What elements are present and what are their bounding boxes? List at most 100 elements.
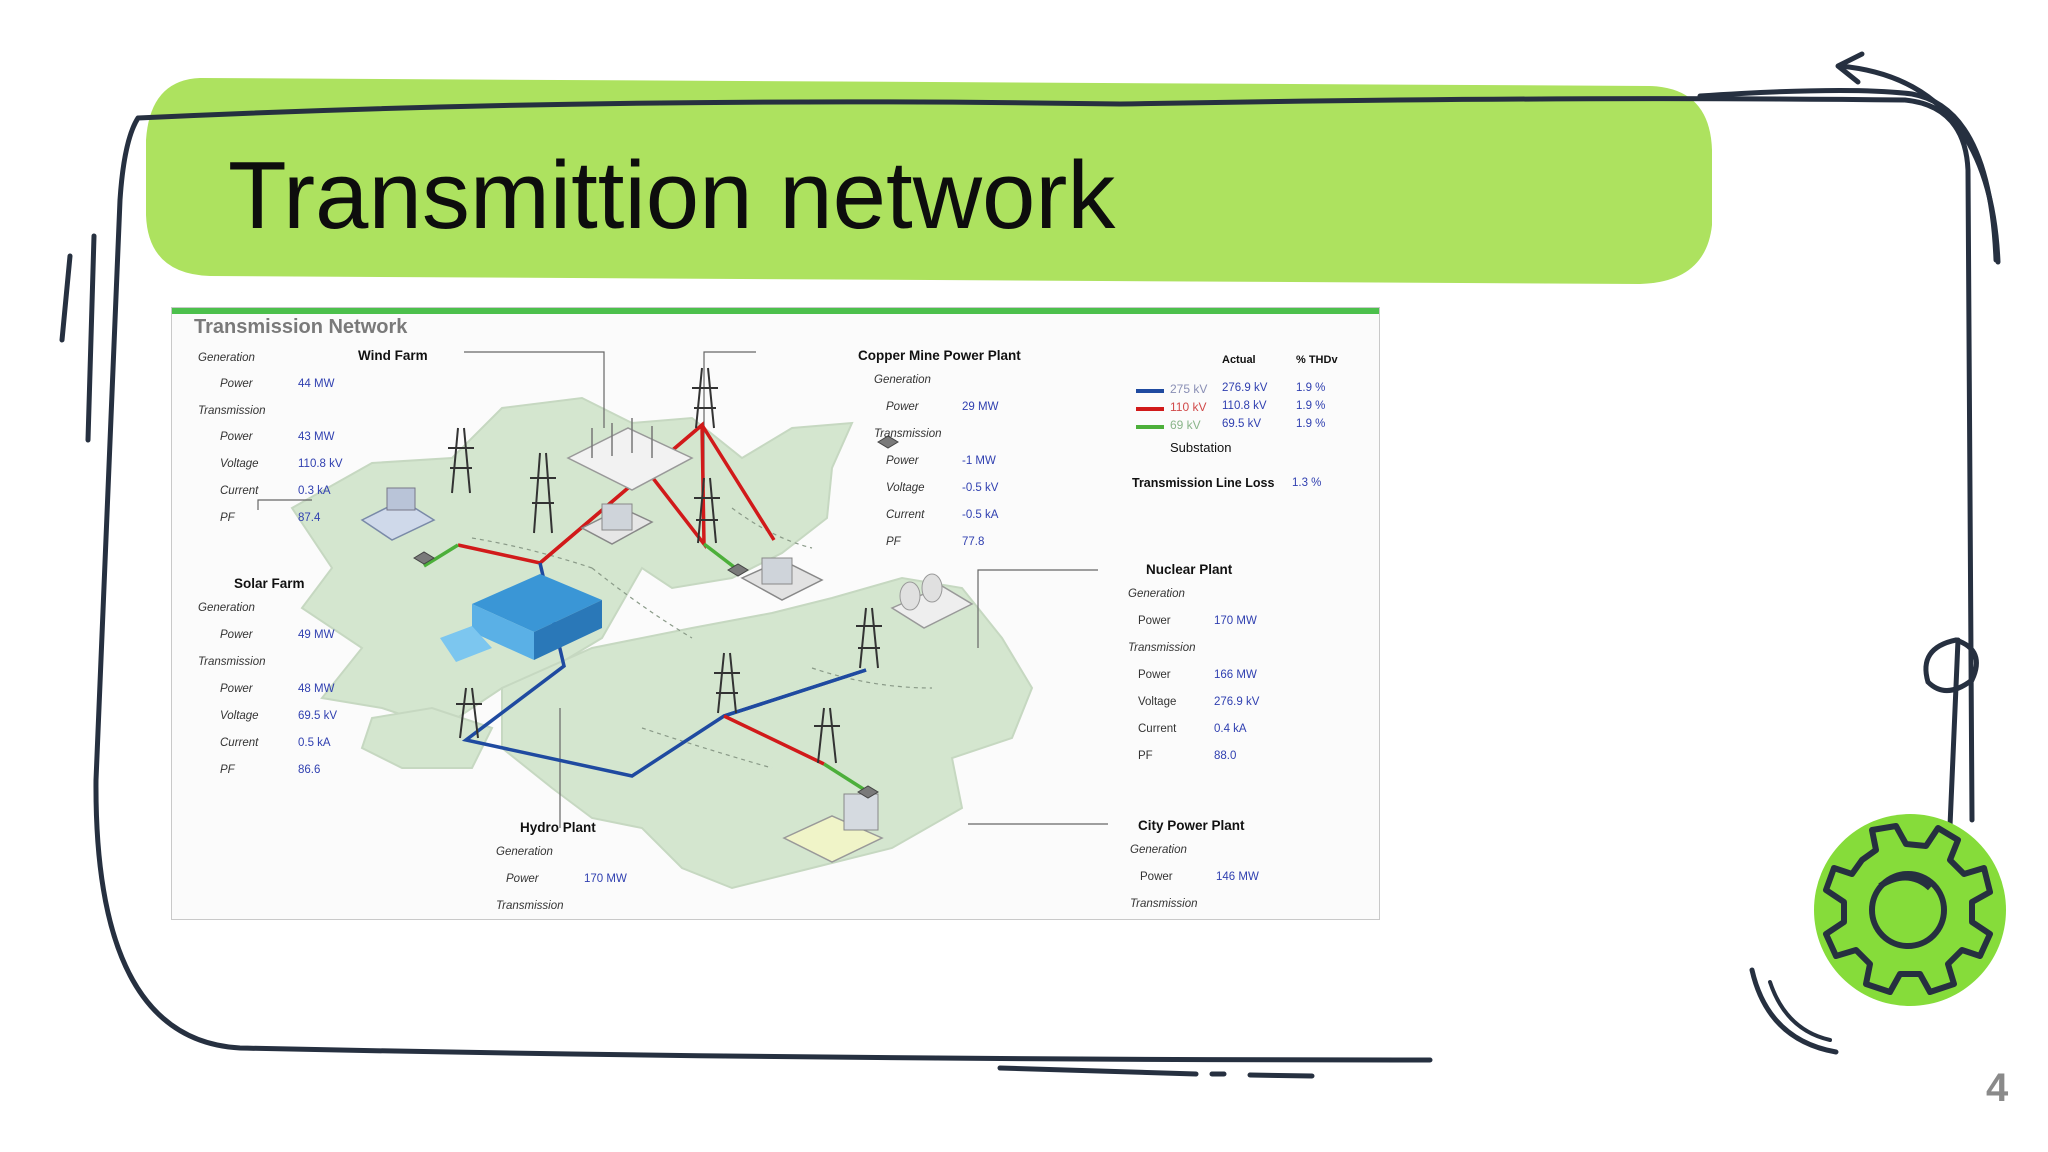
nuclear-tx-voltage-label: Voltage: [1138, 696, 1177, 708]
legend-thd-69kv: 1.9 %: [1296, 418, 1326, 430]
copper-tx-power-value: -1 MW: [962, 455, 996, 467]
callout-solar: [257, 499, 312, 510]
frame-bottom-dash-3: [1247, 1072, 1315, 1079]
legend-voltage-275kv: 275 kV: [1170, 382, 1208, 396]
wind-tx-voltage-label: Voltage: [220, 458, 259, 470]
hydro-plant-icon: [440, 574, 602, 662]
wind-transmission-label: Transmission: [198, 405, 266, 417]
copper-tx-current-label: Current: [886, 509, 925, 521]
line-69kv-c: [823, 762, 869, 794]
solar-tx-current-label: Current: [220, 737, 259, 749]
wind-tx-power-label: Power: [220, 431, 253, 443]
legend-swatch-275kv: [1136, 389, 1164, 393]
wind-gen-power-value: 44 MW: [298, 378, 335, 390]
panel-title: Transmission Network: [194, 316, 408, 338]
solar-tx-pf-label: PF: [220, 764, 235, 776]
legend-swatch-110kv: [1136, 407, 1164, 411]
nuclear-gen-power-label: Power: [1138, 615, 1171, 627]
legend-thd-110kv: 1.9 %: [1296, 400, 1326, 412]
wind-tx-current-label: Current: [220, 485, 259, 497]
copper-tx-voltage-value: -0.5 kV: [962, 482, 999, 494]
wind-generation-label: Generation: [198, 352, 255, 364]
city-transmission-label: Transmission: [1130, 898, 1198, 910]
legend-swatch-69kv: [1136, 425, 1164, 429]
city-power-plant-name: City Power Plant: [1138, 818, 1245, 833]
line-275kv-east: [723, 668, 867, 718]
map-landmass-south: [501, 576, 1034, 890]
solar-gen-power-value: 49 MW: [298, 629, 335, 641]
copper-mine-name: Copper Mine Power Plant: [858, 348, 1021, 363]
city-gen-power-value: 146 MW: [1216, 871, 1259, 883]
legend-thd-275kv: 1.9 %: [1296, 382, 1326, 394]
callout-nuclear: [977, 569, 1098, 648]
gear-swoosh-2: [1768, 980, 1832, 1042]
transmission-line-loss-label: Transmission Line Loss: [1132, 476, 1275, 490]
callout-wind-farm: [464, 351, 605, 428]
legend-actual-275kv: 276.9 kV: [1222, 382, 1268, 394]
solar-tx-voltage-value: 69.5 kV: [298, 710, 337, 722]
line-69kv-b: [702, 542, 740, 572]
city-gen-power-label: Power: [1140, 871, 1173, 883]
title-highlight-shape: [146, 78, 1712, 284]
legend-substation-label: Substation: [1170, 440, 1232, 455]
panel-top-bar: [172, 308, 1379, 314]
hydro-transmission-label: Transmission: [496, 900, 564, 912]
solar-tx-voltage-label: Voltage: [220, 710, 259, 722]
right-knot-loop: [1923, 637, 1979, 693]
wind-tx-voltage-value: 110.8 kV: [298, 458, 343, 470]
nuclear-tx-pf-label: PF: [1138, 750, 1153, 762]
hydro-gen-power-value: 170 MW: [584, 873, 627, 885]
frame-outline: [93, 96, 1975, 1063]
solar-tx-pf-value: 86.6: [298, 764, 321, 776]
copper-tx-voltage-label: Voltage: [886, 482, 925, 494]
nuclear-transmission-label: Transmission: [1128, 642, 1196, 654]
copper-tx-pf-value: 77.8: [962, 536, 985, 548]
slide-title: Transmittion network: [228, 142, 1116, 249]
right-line-to-gear: [1947, 637, 1961, 829]
legend-voltage-69kv: 69 kV: [1170, 418, 1201, 432]
wind-tx-pf-value: 87.4: [298, 512, 321, 524]
line-110kv-south: [723, 714, 825, 766]
copper-transmission-label: Transmission: [874, 428, 942, 440]
nuclear-plant-name: Nuclear Plant: [1146, 562, 1233, 577]
transmission-line-loss-value: 1.3 %: [1292, 477, 1322, 489]
nuclear-generation-label: Generation: [1128, 588, 1185, 600]
nuclear-tx-voltage-value: 276.9 kV: [1214, 696, 1260, 708]
city-generation-label: Generation: [1130, 844, 1187, 856]
legend-substation-icon: [877, 435, 899, 449]
copper-generation-label: Generation: [874, 374, 931, 386]
solar-tx-power-value: 48 MW: [298, 683, 335, 695]
legend-thd-header: % THDv: [1296, 354, 1338, 366]
nuclear-tx-pf-value: 88.0: [1214, 750, 1237, 762]
transmission-network-panel: Transmission Network Generation Wind Far…: [171, 307, 1380, 920]
solar-tx-current-value: 0.5 kA: [298, 737, 331, 749]
map-landmass-north: [290, 396, 854, 730]
network-map: [257, 351, 1108, 890]
nuclear-plant-icon: [890, 573, 974, 629]
nuclear-tx-power-label: Power: [1138, 669, 1171, 681]
substation-icons: [413, 551, 879, 799]
city-block-icon: [740, 557, 824, 601]
copper-mine-plant-icon: [580, 503, 654, 545]
solar-farm-name: Solar Farm: [234, 576, 305, 591]
nuclear-tx-power-value: 166 MW: [1214, 669, 1257, 681]
map-landmass-west: [360, 706, 494, 769]
solar-farm-icon: [360, 487, 436, 541]
solar-transmission-label: Transmission: [198, 656, 266, 668]
hydro-gen-power-label: Power: [506, 873, 539, 885]
legend-voltage-110kv: 110 kV: [1170, 400, 1207, 414]
city-power-plant-icon: [782, 793, 884, 863]
hydro-plant-name: Hydro Plant: [520, 820, 596, 835]
hydro-generation-label: Generation: [496, 846, 553, 858]
legend-actual-header: Actual: [1222, 354, 1256, 366]
arrow-curve: [1837, 63, 2001, 265]
nuclear-tx-current-value: 0.4 kA: [1214, 723, 1247, 735]
solar-tx-power-label: Power: [220, 683, 253, 695]
legend-actual-110kv: 110.8 kV: [1222, 400, 1267, 412]
copper-tx-power-label: Power: [886, 455, 919, 467]
copper-gen-power-value: 29 MW: [962, 401, 999, 413]
slide-number: 4: [1986, 1066, 2009, 1110]
nuclear-tx-current-label: Current: [1138, 723, 1177, 735]
copper-tx-pf-label: PF: [886, 536, 901, 548]
wind-farm-icon: [566, 418, 694, 491]
